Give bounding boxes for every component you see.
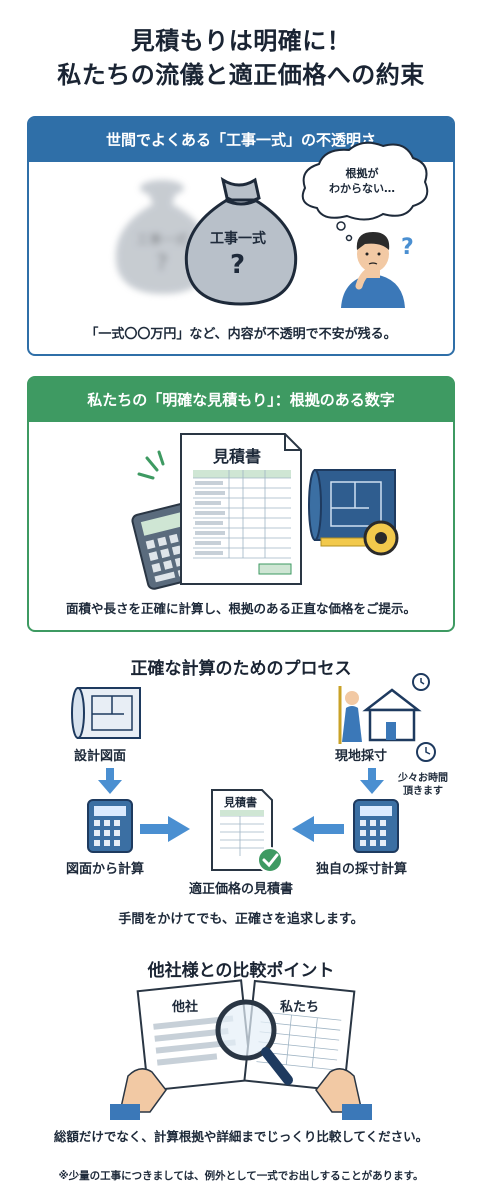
result-label: 適正価格の見積書 (188, 882, 293, 897)
calculator-right-icon (353, 799, 399, 853)
surveyor-icon (338, 686, 362, 744)
time-note-line-2: 頂きます (403, 786, 443, 797)
compare-title: 他社様との比較ポイント (147, 961, 335, 981)
arrow-right-icon (140, 816, 190, 842)
page-title: 見積もりは明確に！ 私たちの流儀と適正価格への約束 (0, 24, 482, 92)
compare-caption: 総額だけでなく、計算根拠や詳細までじっくり比較してください。 (53, 1129, 429, 1144)
calc-from-drawing-label: 図面から計算 (66, 862, 145, 877)
house-icon (362, 688, 422, 742)
svg-text:?: ? (401, 235, 414, 260)
design-drawing-label: 設計図面 (74, 749, 127, 764)
check-badge-icon (257, 847, 283, 873)
arrow-down-right-icon (360, 768, 384, 794)
estimate-document-center-icon (211, 789, 273, 871)
own-measure-calc-label: 独自の採寸計算 (316, 862, 408, 877)
arrow-left-icon (292, 816, 344, 842)
arrow-down-left-icon (98, 768, 122, 794)
process-caption: 手間をかけてでも、正確さを追求します。 (118, 912, 364, 927)
footnote: ※少量の工事につきましては、例外として一式でお出しすることがあります。 (58, 1170, 424, 1182)
other-company-label: 他社 (172, 1000, 199, 1015)
opaque-estimate-panel: 世間でよくある「工事一式」の不透明さ 工事一式 ? (27, 116, 455, 356)
bubble-line-2: わからない… (329, 182, 395, 195)
tape-measure-icon (320, 520, 399, 556)
compare-illustration (110, 979, 372, 1120)
money-bag-label: 工事一式 (210, 231, 266, 247)
process-title: 正確な計算のためのプロセス (130, 659, 352, 679)
clear-caption: 面積や長さを正確に計算し、根拠のある正直な価格をご提示。 (65, 601, 416, 616)
question-mark-icon: ? (401, 235, 414, 260)
clear-panel-title: 私たちの「明確な見積もり」：根拠のある数字 (29, 378, 453, 422)
clear-estimate-panel: 私たちの「明確な見積もり」：根拠のある数字 (27, 376, 455, 632)
opaque-caption: 「一式〇〇万円」など、内容が不透明で不安が残る。 (85, 327, 397, 342)
money-bag-question: ? (230, 250, 246, 280)
other-company-paper-icon (136, 979, 253, 1092)
svg-text:工事一式: 工事一式 (136, 232, 188, 248)
confused-person-icon (341, 232, 405, 308)
our-label: 私たち (280, 1000, 320, 1015)
title-line-2: 私たちの流儀と適正価格への約束 (57, 61, 425, 89)
clock-icon-top (412, 673, 430, 691)
document-title: 見積書 (213, 447, 262, 466)
bubble-line-1: 根拠が (345, 167, 379, 180)
clear-illustration (131, 433, 399, 590)
opaque-panel-title: 世間でよくある「工事一式」の不透明さ (29, 118, 453, 162)
thought-bubble-text: 根拠が わからない… (305, 166, 419, 196)
opaque-illustration: 工事一式 ? ? (115, 141, 429, 308)
center-document-title: 見積書 (224, 796, 257, 809)
process-diagram (71, 673, 436, 873)
money-bag-icon (184, 176, 298, 306)
estimate-document-icon (180, 433, 302, 585)
thought-bubble-icon (301, 141, 429, 242)
design-drawing-icon (71, 687, 141, 739)
sparkle-icon (137, 450, 165, 480)
time-note: 少々お時間 頂きます (388, 772, 458, 798)
clock-icon (416, 742, 436, 762)
site-measure-label: 現地採寸 (335, 749, 388, 764)
time-note-line-1: 少々お時間 (398, 773, 448, 784)
svg-text:?: ? (156, 251, 169, 276)
magnifier-icon (215, 999, 293, 1085)
title-line-1: 見積もりは明確に！ (130, 27, 352, 55)
hands-icon (110, 1068, 372, 1120)
calculator-left-icon (87, 799, 133, 853)
